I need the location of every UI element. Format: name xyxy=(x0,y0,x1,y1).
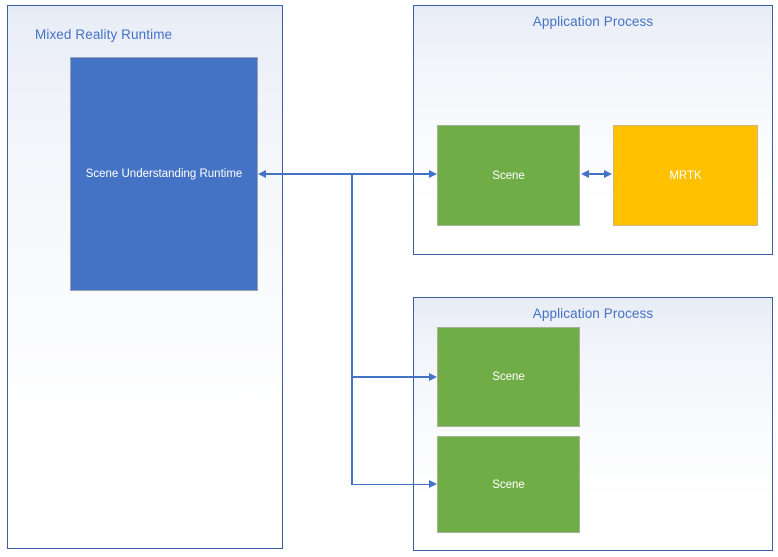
block-scene-bottom-1[interactable]: Scene xyxy=(437,327,580,427)
arrowhead-to-mrtk xyxy=(604,169,612,178)
connector-branch-to-scene-bottom-1 xyxy=(351,376,429,378)
panel-title-application-process-bottom: Application Process xyxy=(532,306,654,321)
connector-scene-top-to-mrtk xyxy=(589,173,604,175)
block-label-scene-bottom-1: Scene xyxy=(492,371,525,383)
arrowhead-to-scene-bottom-1 xyxy=(429,372,437,381)
block-scene-understanding-runtime[interactable]: Scene Understanding Runtime xyxy=(70,57,258,291)
connector-branch-to-scene-bottom-2 xyxy=(351,483,429,485)
arrowhead-to-scene-top xyxy=(429,169,437,178)
connector-trunk-vertical xyxy=(351,173,353,485)
panel-title-mixed-reality-runtime: Mixed Reality Runtime xyxy=(35,27,173,42)
block-scene-bottom-2[interactable]: Scene xyxy=(437,436,580,533)
panel-title-application-process-top: Application Process xyxy=(532,14,654,29)
block-mrtk[interactable]: MRTK xyxy=(613,125,758,226)
arrowhead-to-scene-bottom-2 xyxy=(429,480,437,488)
block-label-mrtk: MRTK xyxy=(669,169,702,182)
block-label-scene-top: Scene xyxy=(492,169,525,182)
arrowhead-to-scene-top-from-mrtk xyxy=(581,169,589,178)
connector-runtime-to-scene-top xyxy=(266,173,429,175)
block-label-scene-bottom-2: Scene xyxy=(492,478,525,491)
block-label-scene-understanding-runtime: Scene Understanding Runtime xyxy=(85,168,243,180)
block-scene-top[interactable]: Scene xyxy=(437,125,580,226)
arrowhead-to-runtime xyxy=(258,169,266,178)
